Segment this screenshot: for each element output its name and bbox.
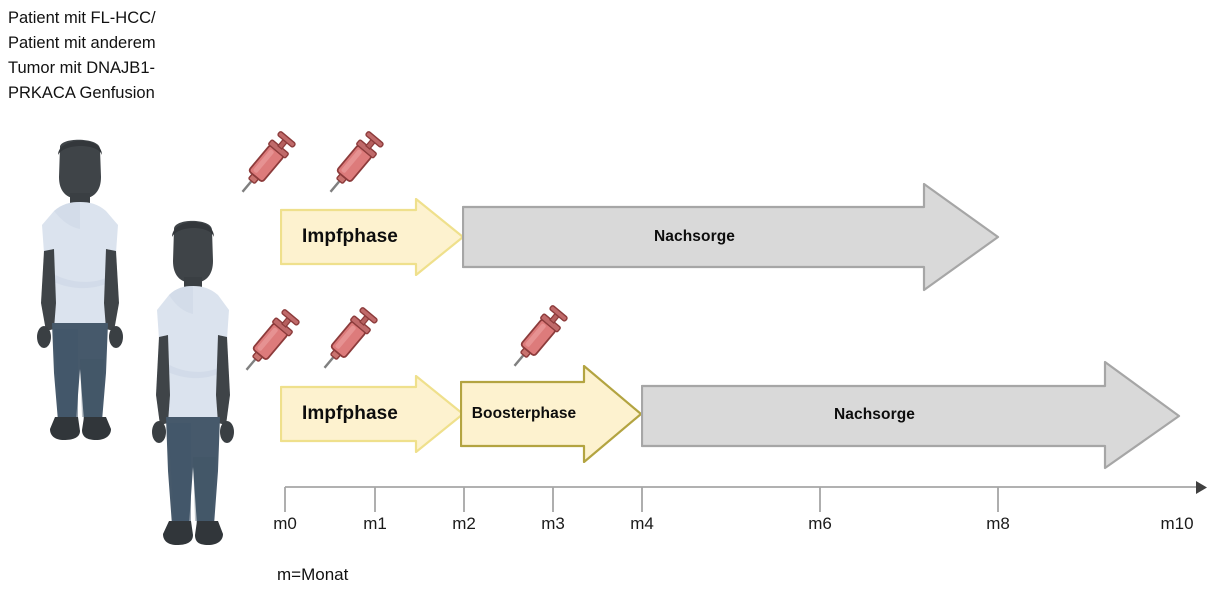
timeline-tick-m8: m8: [986, 514, 1010, 533]
phase-arrow-impfphase-b: Impfphase: [280, 375, 464, 453]
timeline-tick-m10: m10: [1160, 514, 1194, 533]
timeline-tick-m1: m1: [363, 514, 387, 533]
phase-arrow-nachsorge-b: Nachsorge: [641, 360, 1181, 470]
phase-arrow-impfphase-a: Impfphase: [280, 198, 464, 276]
timeline-unit-note: m=Monat: [277, 565, 349, 584]
syringe-icon-a2: [322, 128, 384, 203]
timeline-tick-m2: m2: [452, 514, 476, 533]
avatar-patient-other-tumor: [141, 213, 245, 553]
syringe-icon-b1: [238, 306, 300, 381]
phase-arrow-nachsorge-a: Nachsorge: [462, 182, 1000, 292]
timeline-tick-m4: m4: [630, 514, 654, 533]
timeline-tick-m0: m0: [273, 514, 297, 533]
avatar-patient-fl-hcc: [24, 133, 136, 445]
page-title: Patient mit FL-HCC/ Patient mit anderem …: [8, 9, 156, 102]
syringe-icon-b2: [316, 304, 378, 379]
timeline-tick-m6: m6: [808, 514, 832, 533]
phase-arrow-boosterphase-b: Boosterphase: [460, 365, 642, 463]
timeline-tick-m3: m3: [541, 514, 565, 533]
syringe-icon-a1: [234, 128, 296, 203]
syringe-icon-b3: [506, 302, 568, 377]
